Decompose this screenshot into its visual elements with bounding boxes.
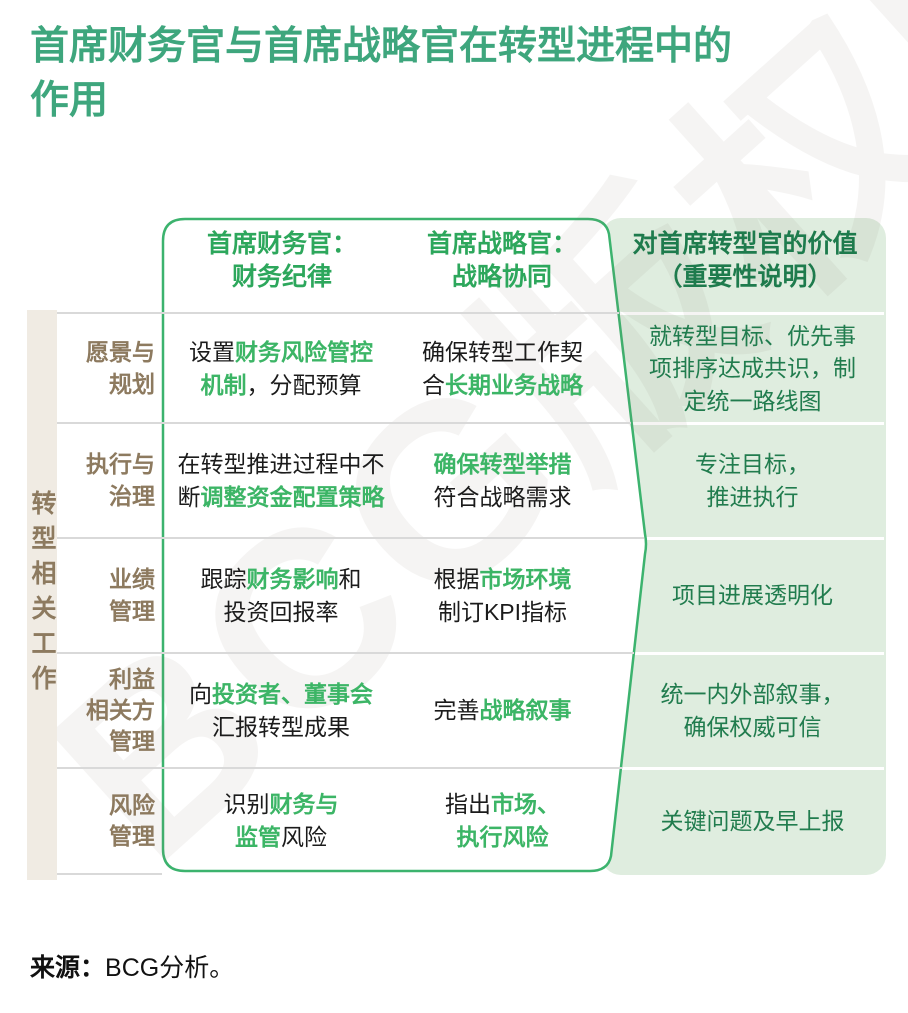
value-cell: 项目进展透明化 — [672, 582, 833, 609]
row-label: 愿景与规划 — [86, 339, 155, 397]
side-category-strip: 转型相关工作 — [27, 310, 57, 880]
row-separator — [57, 767, 622, 769]
cfo-cell: 识别财务与监管风险 — [223, 791, 339, 850]
cso-cell: 指出市场、执行风险 — [445, 791, 560, 850]
cso-cell: 完善战略叙事 — [433, 697, 572, 724]
cso-cell: 确保转型举措符合战略需求 — [433, 450, 572, 510]
value-cell: 就转型目标、优先事项排序达成共识，制定统一路线图 — [649, 322, 856, 414]
row-label: 执行与治理 — [86, 451, 155, 509]
row-separator — [57, 422, 631, 424]
cfo-column-header: 首席财务官： 财务纪律 — [168, 228, 396, 294]
source-note: 来源：BCG分析。 — [30, 948, 234, 984]
cfo-cell: 设置财务风险管控机制，分配预算 — [189, 338, 373, 398]
panel-row-separator — [602, 312, 884, 315]
cso-cell: 根据市场环境制订KPI指标 — [433, 565, 572, 625]
value-cell: 统一内外部叙事，确保权威可信 — [660, 680, 845, 740]
value-column-header: 对首席转型官的价值 （重要性说明） — [612, 228, 878, 294]
value-panel-background — [601, 218, 886, 875]
cfo-cell: 跟踪财务影响和投资回报率 — [200, 565, 362, 625]
page-title: 首席财务官与首席战略官在转型进程中的作用 — [30, 25, 733, 122]
table-row-vision-planning: 愿景与规划 设置财务风险管控机制，分配预算 确保转型工作契合长期业务战略 就转型… — [57, 314, 886, 423]
panel-row-separator — [602, 652, 884, 655]
panel-row-separator — [602, 767, 884, 770]
cso-header-line1: 首席战略官： — [426, 230, 577, 258]
cfo-cell: 在转型推进过程中不断调整资金配置策略 — [177, 450, 385, 510]
side-category-label: 转型相关工作 — [28, 490, 56, 700]
cso-column-header: 首席战略官： 战略协同 — [398, 228, 606, 294]
cso-cell: 确保转型工作契合长期业务战略 — [422, 338, 583, 398]
panel-row-separator — [602, 422, 884, 425]
value-header-line2: （重要性说明） — [657, 263, 833, 291]
cfo-header-line1: 首席财务官： — [206, 230, 357, 258]
table-row-risk-management: 风险管理 识别财务与监管风险 指出市场、执行风险 关键问题及早上报 — [57, 768, 886, 874]
value-header-line1: 对首席转型官的价值 — [632, 230, 858, 258]
panel-row-separator — [602, 537, 884, 540]
cfo-cell: 向投资者、董事会汇报转型成果 — [189, 680, 373, 740]
row-separator — [57, 873, 162, 875]
table-row-execution-governance: 执行与治理 在转型推进过程中不断调整资金配置策略 确保转型举措符合战略需求 专注… — [57, 423, 886, 538]
row-separator — [57, 312, 619, 314]
row-separator — [57, 537, 644, 539]
row-label: 风险管理 — [109, 791, 155, 849]
row-label: 业绩管理 — [109, 566, 155, 624]
row-label: 利益相关方管理 — [86, 665, 155, 755]
value-cell: 专注目标，推进执行 — [695, 450, 810, 510]
table-row-performance-management: 业绩管理 跟踪财务影响和投资回报率 根据市场环境制订KPI指标 项目进展透明化 — [57, 538, 886, 653]
value-cell: 关键问题及早上报 — [660, 807, 845, 834]
row-separator — [57, 652, 634, 654]
source-label: 来源： — [30, 954, 106, 982]
cfo-cso-arrow-box — [161, 217, 648, 873]
cso-header-line2: 战略协同 — [451, 263, 552, 291]
table-row-stakeholder-management: 利益相关方管理 向投资者、董事会汇报转型成果 完善战略叙事 统一内外部叙事，确保… — [57, 653, 886, 768]
cfo-header-line2: 财务纪律 — [231, 263, 332, 291]
source-text: BCG分析。 — [105, 954, 235, 982]
